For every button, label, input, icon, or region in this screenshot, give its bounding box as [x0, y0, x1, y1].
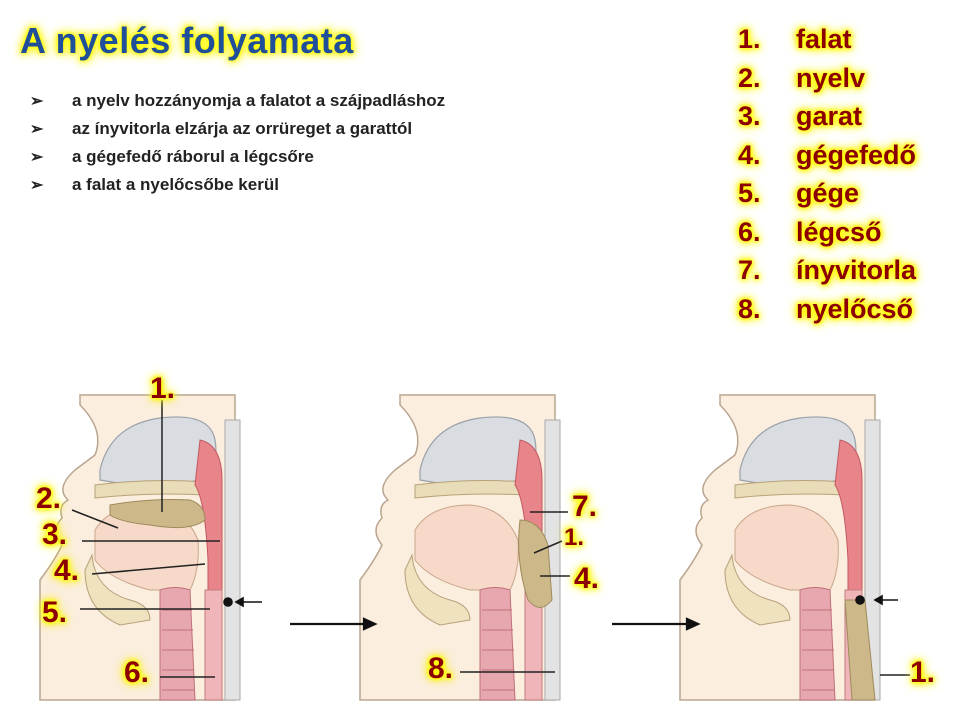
- bullet-arrow-icon: ➢: [30, 177, 44, 194]
- compress-arrows: [223, 594, 898, 608]
- step-text: az ínyvitorla elzárja az orrüreget a gar…: [72, 119, 413, 138]
- legend-term: légcső: [796, 216, 882, 247]
- bullet-arrow-icon: ➢: [30, 93, 44, 110]
- legend-term: ínyvitorla: [796, 255, 917, 285]
- legend-term: nyelőcső: [796, 293, 914, 324]
- step-item: ➢ a gégefedő ráborul a légcsőre: [30, 146, 445, 174]
- step-text: a gégefedő ráborul a légcsőre: [72, 147, 314, 166]
- legend-term: nyelv: [796, 62, 866, 93]
- page-title: A nyelés folyamata: [20, 20, 354, 61]
- legend-number: 6.: [738, 216, 761, 247]
- legend-number: 5.: [738, 178, 761, 208]
- diagram-label-7: 7.: [572, 490, 598, 523]
- step-text: a nyelv hozzányomja a falatot a szájpadl…: [72, 91, 446, 110]
- diagram-label-1b: 1.: [564, 524, 585, 551]
- leader-lines: [71, 400, 910, 678]
- bolus-panel-2: [518, 519, 553, 608]
- steps-list: ➢ a nyelv hozzányomja a falatot a szájpad…: [30, 90, 445, 202]
- bullet-arrow-icon: ➢: [30, 149, 44, 166]
- legend-number: 3.: [738, 101, 761, 131]
- diagram-label-8: 8.: [428, 652, 454, 685]
- bolus-panel-1: [109, 499, 206, 529]
- flow-arrow-icon: [612, 617, 701, 631]
- step-item: ➢ az ínyvitorla elzárja az orrüreget a ga…: [30, 118, 445, 146]
- diagram-label-3: 3.: [42, 518, 68, 551]
- head-panel-1: [39, 394, 241, 701]
- step-text: a falat a nyelőcsőbe kerül: [72, 175, 279, 194]
- step-item: ➢ a falat a nyelőcsőbe kerül: [30, 174, 445, 202]
- bullet-arrow-icon: ➢: [30, 121, 44, 138]
- diagram-label-5: 5.: [42, 596, 68, 629]
- legend-term: gégefedő: [796, 139, 917, 170]
- legend-number: 1.: [738, 24, 761, 54]
- diagram-label-1c: 1.: [910, 656, 936, 689]
- diagram-label-2: 2.: [36, 482, 62, 515]
- diagram-label-4: 4.: [54, 554, 80, 587]
- legend-term: garat: [796, 101, 863, 131]
- legend-term: gége: [796, 178, 860, 208]
- diagram-label-6: 6.: [124, 656, 150, 689]
- legend-term: falat: [796, 24, 852, 54]
- flow-arrow-icon: [290, 617, 378, 631]
- diagram-label-4b: 4.: [574, 562, 600, 595]
- legend-number: 8.: [738, 293, 761, 324]
- diagram-label-1: 1.: [150, 372, 176, 405]
- legend-number: 4.: [738, 139, 761, 170]
- legend-number: 7.: [738, 255, 761, 285]
- legend-number: 2.: [738, 62, 761, 93]
- step-item: ➢ a nyelv hozzányomja a falatot a szájpad…: [30, 90, 445, 118]
